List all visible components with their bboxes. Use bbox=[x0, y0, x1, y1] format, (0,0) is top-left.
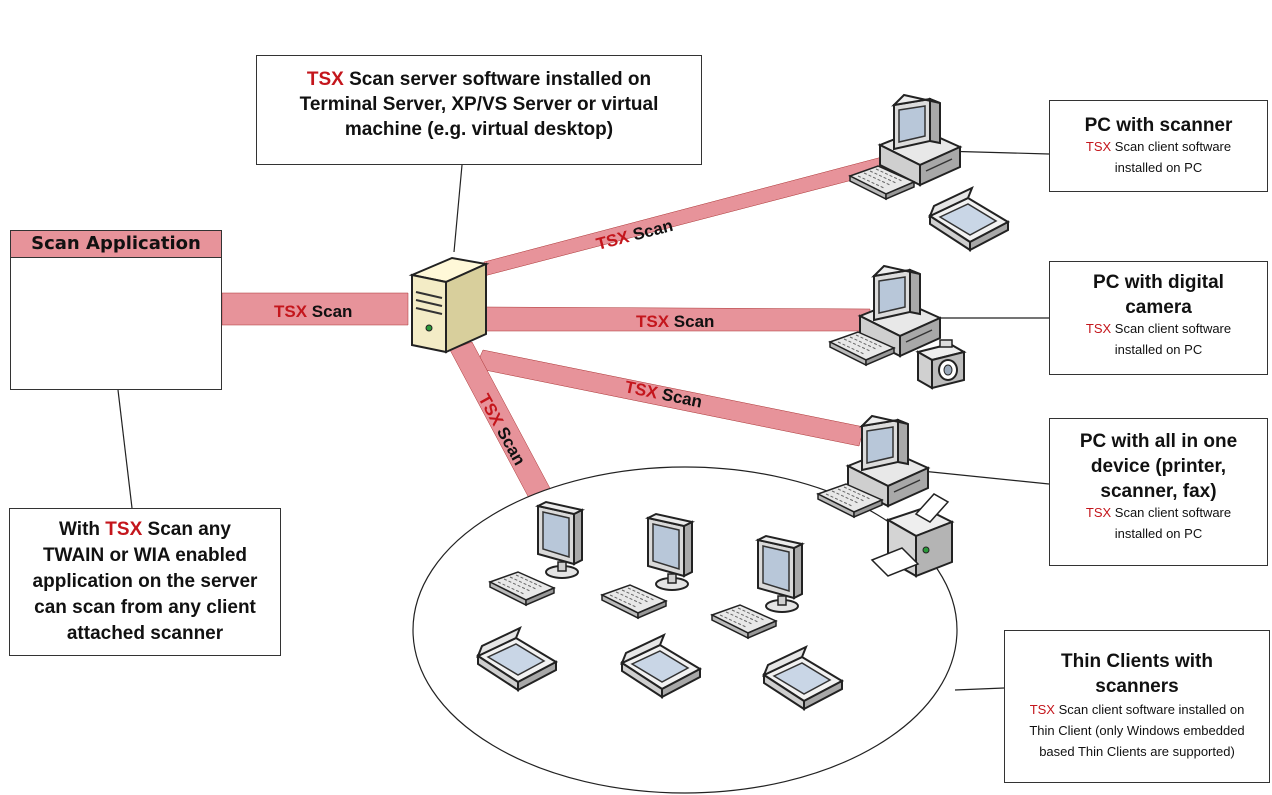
scanner-icon bbox=[929, 187, 1009, 251]
thin-clients-callout: Thin Clients with scanners TSX Scan clie… bbox=[1004, 630, 1270, 783]
brand-label: TSX bbox=[105, 519, 143, 540]
link-label: TSX Scan bbox=[274, 302, 352, 321]
brand-label: TSX bbox=[1085, 505, 1112, 520]
printer-icon bbox=[870, 493, 955, 578]
brand-label: TSX bbox=[1029, 702, 1055, 717]
brand-label: TSX bbox=[1085, 139, 1112, 154]
link-label: TSX Scan bbox=[594, 216, 675, 254]
link-label: TSX Scan bbox=[636, 312, 714, 331]
scan-application-title: Scan Application bbox=[11, 231, 221, 258]
scan-application-box: Scan Application bbox=[10, 230, 222, 390]
server-tower-icon bbox=[408, 256, 490, 354]
pc-allinone-callout: PC with all in one device (printer, scan… bbox=[1049, 418, 1268, 566]
pc-camera-callout: PC with digital camera TSX Scan client s… bbox=[1049, 261, 1268, 375]
link-bands bbox=[221, 156, 888, 501]
server-callout: TSX Scan server software installed on Te… bbox=[256, 55, 702, 165]
pc-scanner-callout: PC with scanner TSX Scan client software… bbox=[1049, 100, 1268, 192]
brand-label: TSX bbox=[306, 69, 344, 90]
camera-icon bbox=[915, 339, 967, 390]
brand-label: TSX bbox=[1085, 321, 1112, 336]
thin-client-group bbox=[412, 466, 958, 794]
info-callout: With TSX Scan any TWAIN or WIA enabled a… bbox=[9, 508, 281, 656]
